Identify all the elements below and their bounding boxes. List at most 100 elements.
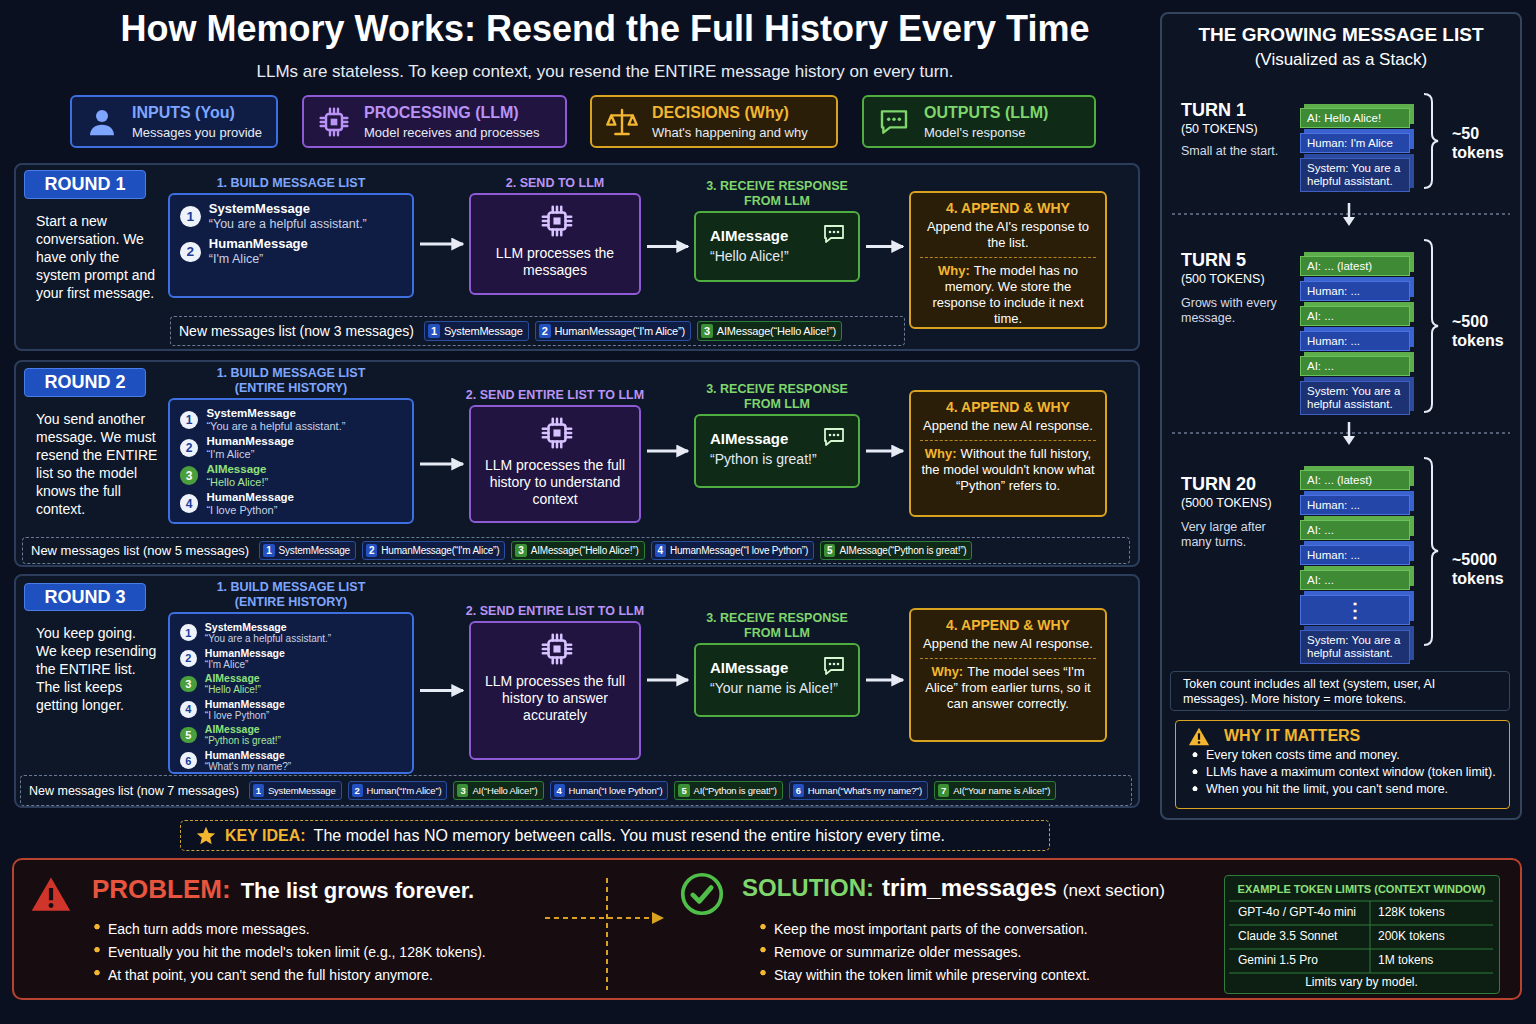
heading-wrap: 1. BUILD MESSAGE LIST (ENTIRE HISTORY) [191,366,391,396]
block-text: System: You are a helpful assistant. [1307,162,1403,188]
chip-text: HumanMessage(“I'm Alice”) [381,545,499,556]
append-box: 4. APPEND & WHYAppend the new AI respons… [909,390,1107,517]
stack-block: Human: ... [1300,545,1410,565]
llm-text: LLM processes the full history to unders… [481,457,629,508]
append-box: 4. APPEND & WHYAppend the new AI respons… [909,608,1107,742]
message-content: “What's my name?” [205,761,291,773]
why-paragraph: Why:The model sees “I'm Alice” from earl… [920,658,1096,712]
message-type: HumanMessage [205,698,285,710]
message-content: “You are a helpful assistant.” [206,420,345,433]
step-heading: 3. RECEIVE RESPONSE FROM LLM [687,179,867,209]
panel-title: THE GROWING MESSAGE LIST [1162,24,1520,46]
round-desc: You keep going. We keep resending the EN… [36,624,158,714]
message-band: New messages list (now 3 messages) 1Syste… [170,316,905,346]
legend-desc: What's happening and why [652,125,830,140]
message-content: “You are a helpful assistant.” [205,633,331,645]
stack-block: System: You are a helpful assistant. [1300,630,1410,664]
star-icon [195,825,217,847]
why-heading: WHY IT MATTERS [1190,727,1499,744]
key-label: KEY IDEA: [225,827,306,845]
label: Claude 3.5 Sonnet [1238,929,1370,943]
message-content: “I'm Alice” [206,448,294,461]
scale-icon [606,106,638,138]
bullet-item: LLMs have a maximum context window (toke… [1190,764,1499,781]
block-text: AI: ... (latest) [1307,474,1372,487]
band-label: New messages list (now 3 messages) [179,323,414,339]
block-text: Human: ... [1307,335,1360,348]
message-chip: 1SystemMessage [424,321,529,341]
why-box: WHY IT MATTERS Every token costs time and… [1175,720,1510,809]
chip-text: SystemMessage [279,545,350,556]
message-col: AIMessage“Hello Alice!” [206,463,268,489]
message-col: HumanMessage“I'm Alice” [206,435,294,461]
legend-box: INPUTS (You)Messages you provide [70,95,278,148]
chip-number: 1 [263,544,274,557]
heading-wrap: 2. SEND TO LLM [455,176,655,191]
key-idea-box: KEY IDEA:The model has NO memory between… [180,820,1050,851]
number-circle: 2 [180,439,198,457]
message-list-box: 1. BUILD MESSAGE LIST (ENTIRE HISTORY)1S… [168,612,414,774]
block-text: AI: ... [1307,524,1334,537]
message-row: 2HumanMessage“I'm Alice” [180,647,402,671]
message-col: HumanMessage“I'm Alice” [209,237,308,266]
round-badge: ROUND 2 [24,368,146,397]
note-text: Token count includes all text (system, u… [1183,677,1497,707]
flow-arrow [647,450,688,453]
chat-icon [822,654,846,678]
chip-number: 7 [938,784,949,797]
message-content: “Your name is Alice!” [710,680,850,696]
band-label: New messages list (now 5 messages) [31,543,249,558]
number-circle: 2 [180,242,201,263]
stack-block: Human: ... [1300,331,1410,351]
message-col: HumanMessage“What's my name?” [205,749,291,773]
round-badge: ROUND 3 [24,583,146,611]
message-list-box: 1. BUILD MESSAGE LIST1SystemMessage“You … [168,193,414,298]
block-text: AI: ... [1307,310,1334,323]
flow-arrow [420,243,463,246]
message-content: “Hello Alice!” [206,476,268,489]
append-text: Append the AI's response to the list. [920,219,1096,251]
chip-number: 3 [701,324,713,338]
chip-number: 1 [428,324,440,338]
message-chip: 4HumanMessage(“I love Python”) [651,541,815,560]
round-description: Start a new conversation. We have only t… [36,212,158,302]
label: 128K tokens [1378,905,1488,919]
message-row: 1SystemMessage“You are a helpful assista… [180,407,402,433]
message-chip: 5AI(“Python is great!”) [674,781,782,800]
solution-heading: SOLUTION:trim_messages(next section) [742,874,1165,902]
flow-arrow [866,679,903,682]
message-row: 3AIMessage“Hello Alice!” [180,463,402,489]
message-type: AIMessage [205,672,261,684]
message-col: SystemMessage“You are a helpful assistan… [209,202,367,231]
panel-ground [14,163,1140,351]
problem-title: The list grows forever. [241,878,475,903]
number-circle: 6 [180,752,197,769]
solution-title: trim_messages [882,874,1057,901]
table-footer: Limits vary by model. [1225,975,1498,989]
bullet-item: Every token costs time and money. [1190,747,1499,764]
legend-desc: Model's response [924,125,1088,140]
person-icon [86,106,118,138]
stack-block: Human: ... [1300,495,1410,515]
number-circle: 2 [180,650,197,667]
message-row: 2 HumanMessage“I'm Alice” [180,435,402,461]
flow-arrow [866,450,903,453]
chip-number: 1 [253,784,264,797]
message-row: 1SystemMessage“You are a helpful assista… [180,621,402,645]
message-col: HumanMessage“I love Python” [206,491,294,517]
block-text: AI: ... (latest) [1307,260,1372,273]
bullet-item: Each turn adds more messages. [92,918,592,941]
chip-text: SystemMessage [268,785,336,796]
stack-block: AI: ... [1300,570,1410,590]
legend-box: OUTPUTS (LLM)Model's response [862,95,1096,148]
step-heading: 4. APPEND & WHY [920,617,1096,633]
block-text: AI: ... [1307,574,1334,587]
chip-text: AIMessage(“Hello Alice!”) [717,325,836,337]
message-band: New messages list (now 7 messages)1Syste… [20,775,1132,806]
why-label: Why: [925,446,957,461]
stack-block: AI: ... (latest) [1300,256,1410,276]
step-heading: 1. BUILD MESSAGE LIST [181,176,401,191]
bullet-item: At that point, you can't send the full h… [92,964,592,987]
message-content: “I'm Alice” [209,252,308,266]
